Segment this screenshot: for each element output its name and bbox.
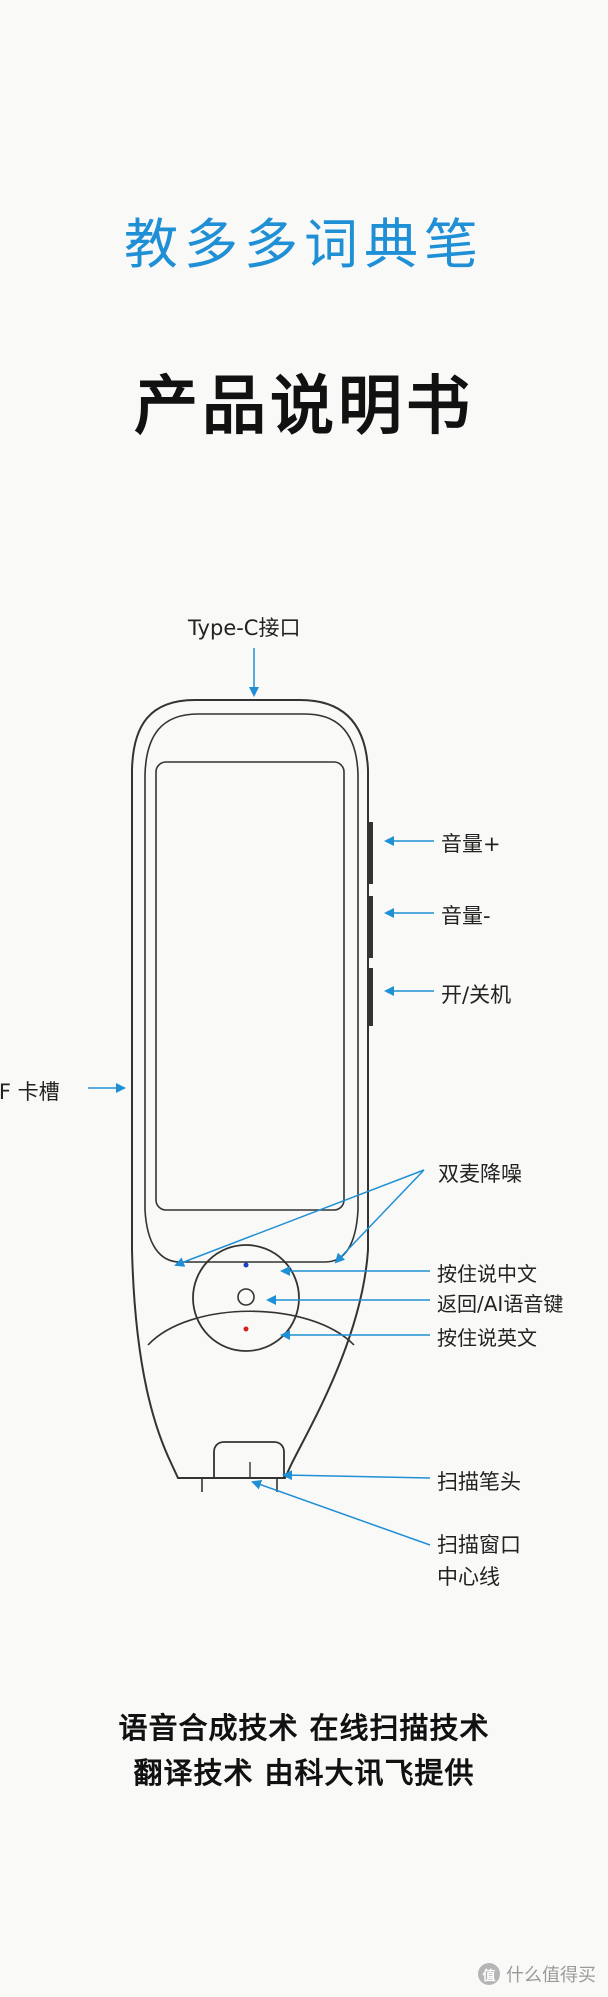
watermark: 值 什么值得买 <box>478 1961 596 1987</box>
watermark-logo-icon: 值 <box>478 1963 500 1985</box>
footer-line-2: 翻译技术 由科大讯飞提供 <box>133 1756 475 1790</box>
callout-volume-up: 音量+ <box>441 832 501 856</box>
side-buttons <box>368 822 373 1026</box>
pen-body <box>131 699 369 1492</box>
callout-dual-mic: 双麦降噪 <box>438 1162 522 1186</box>
callout-arrows <box>88 648 434 1546</box>
callout-back-ai-voice: 返回/AI语音键 <box>437 1292 564 1316</box>
callout-hold-chinese: 按住说中文 <box>437 1262 537 1286</box>
callout-power: 开/关机 <box>441 983 512 1007</box>
callout-hold-english: 按住说英文 <box>437 1326 537 1350</box>
footer-credits: 语音合成技术 在线扫描技术 翻译技术 由科大讯飞提供 <box>0 1706 608 1796</box>
red-indicator-dot <box>243 1326 249 1332</box>
callout-scan-window-center-line: 扫描窗口 中心线 <box>437 1533 521 1589</box>
callout-type-c-port: Type-C接口 <box>188 616 301 640</box>
callout-tf-slot: TF 卡槽 <box>0 1080 60 1104</box>
watermark-text: 什么值得买 <box>506 1965 596 1986</box>
callout-volume-down: 音量- <box>441 904 491 928</box>
document-title: 产品说明书 <box>134 370 474 444</box>
callout-scan-head: 扫描笔头 <box>437 1470 521 1494</box>
footer-line-1: 语音合成技术 在线扫描技术 <box>118 1711 490 1745</box>
blue-indicator-dot <box>243 1262 249 1268</box>
product-name: 教多多词典笔 <box>124 213 484 276</box>
